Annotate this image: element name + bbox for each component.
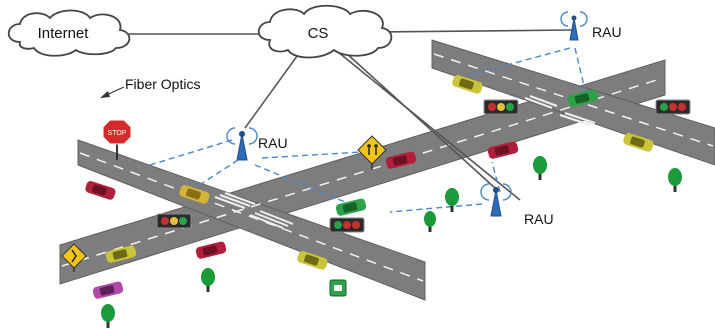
wireless-link	[491, 161, 501, 193]
car-icon	[105, 245, 137, 263]
car-icon	[623, 133, 654, 152]
trees	[101, 156, 682, 328]
internet-label: Internet	[38, 25, 90, 42]
wireless-link	[469, 47, 571, 76]
rau-top-label: RAU	[592, 24, 622, 40]
traffic-light-icon	[156, 213, 192, 229]
fiber-optics-annotation: Fiber Optics	[100, 76, 200, 98]
car-icon	[92, 281, 124, 299]
rau-center: RAU	[226, 127, 288, 161]
arrow-head-icon	[100, 91, 110, 98]
car-icon	[179, 185, 210, 204]
cross-left-lane-mark	[79, 152, 424, 282]
fiber-cs-bottom-extra	[337, 51, 521, 201]
wireless-link	[254, 164, 346, 203]
rau-top-right: RAU	[560, 11, 622, 41]
car-icon	[85, 181, 116, 200]
fiber-cs-rau-top	[377, 29, 573, 33]
tree-icon	[445, 188, 459, 212]
wireless-link	[194, 159, 239, 189]
tree-icon	[101, 304, 115, 328]
cloud-icon	[257, 4, 393, 59]
antenna-icon	[560, 11, 588, 41]
stop-sign-text: STOP	[108, 130, 127, 137]
traffic-lights	[156, 99, 691, 233]
crosswalk-right	[524, 95, 596, 126]
vehicles	[85, 75, 654, 299]
cloud-icon	[7, 9, 131, 57]
cs-cloud: CS	[257, 4, 393, 59]
stop-sign-icon	[102, 119, 132, 145]
car-icon	[195, 241, 227, 259]
warning-sign-icon	[61, 243, 87, 269]
wireless-link	[574, 47, 586, 91]
warning-sign-ped	[357, 135, 387, 170]
cross-road-left	[77, 139, 426, 301]
car-icon	[567, 89, 599, 107]
rau-bottom-right: RAU	[480, 183, 554, 227]
tree-icon	[533, 156, 547, 180]
stop-sign: STOP	[102, 119, 132, 160]
traffic-light-icon	[655, 99, 691, 115]
wireless-link	[389, 203, 483, 213]
fiber-optics-label: Fiber Optics	[125, 76, 200, 92]
car-icon	[297, 251, 328, 270]
fiber-cs-rau-bottom	[344, 51, 496, 189]
antenna-icon	[226, 127, 258, 161]
rau-center-label: RAU	[258, 135, 288, 151]
car-icon	[487, 141, 519, 159]
crosswalk-left	[214, 192, 294, 229]
fiber-links	[128, 29, 573, 201]
cs-label: CS	[308, 25, 329, 42]
wireless-link	[149, 139, 233, 166]
tree-icon	[424, 211, 436, 232]
main-road-lane-mark	[61, 77, 664, 267]
tree-icon	[668, 168, 682, 192]
antenna-icon	[480, 183, 512, 217]
traffic-light-icon	[329, 217, 365, 233]
bus-stop-sign	[329, 279, 347, 297]
warning-sign-left	[61, 243, 87, 272]
warning-sign-icon	[357, 135, 387, 165]
fiber-cs-rau-center	[244, 51, 301, 129]
car-icon	[335, 198, 367, 216]
rau-bottom-label: RAU	[524, 211, 554, 227]
car-icon	[385, 151, 417, 169]
internet-cloud: Internet	[7, 9, 131, 57]
traffic-light-icon	[483, 99, 519, 115]
tree-icon	[201, 268, 215, 292]
car-icon	[452, 75, 483, 94]
